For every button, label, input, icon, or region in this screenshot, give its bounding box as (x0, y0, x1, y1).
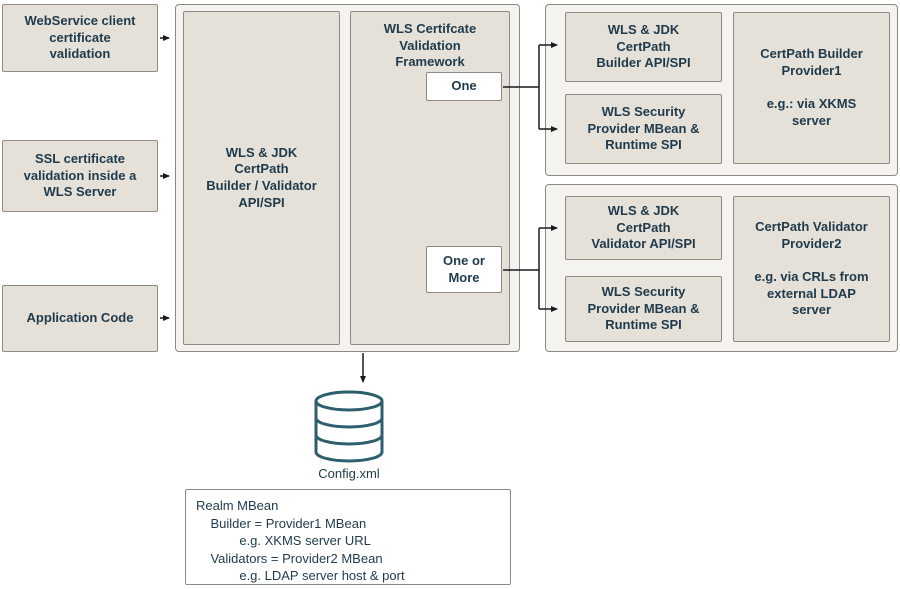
application-code-box: Application Code (2, 285, 158, 352)
certpath-builder-validator-api-box: WLS & JDK CertPath Builder / Validator A… (183, 11, 340, 345)
builder-mbean-runtime-box: WLS Security Provider MBean & Runtime SP… (565, 94, 722, 164)
validator-mbean-runtime-box: WLS Security Provider MBean & Runtime SP… (565, 276, 722, 342)
realm-mbean-box: Realm MBean Builder = Provider1 MBean e.… (185, 489, 511, 585)
certpath-builder-provider1-box: CertPath Builder Provider1 e.g.: via XKM… (733, 12, 890, 164)
certpath-validator-provider2-box: CertPath Validator Provider2 e.g. via CR… (733, 196, 890, 342)
cardinality-one-box: One (426, 72, 502, 101)
config-xml-label: Config.xml (318, 466, 380, 481)
ssl-certificate-validation-box: SSL certificate validation inside a WLS … (2, 140, 158, 212)
certificate-validation-framework-box: WLS Certifcate Validation Framework (350, 11, 510, 345)
webservice-client-validation-box: WebService client certificate validation (2, 4, 158, 72)
database-icon (314, 390, 384, 463)
validator-api-spi-box: WLS & JDK CertPath Validator API/SPI (565, 196, 722, 260)
builder-api-spi-box: WLS & JDK CertPath Builder API/SPI (565, 12, 722, 82)
certificate-validation-framework-label: WLS Certifcate Validation Framework (383, 21, 477, 70)
cardinality-one-or-more-box: One or More (426, 246, 502, 293)
